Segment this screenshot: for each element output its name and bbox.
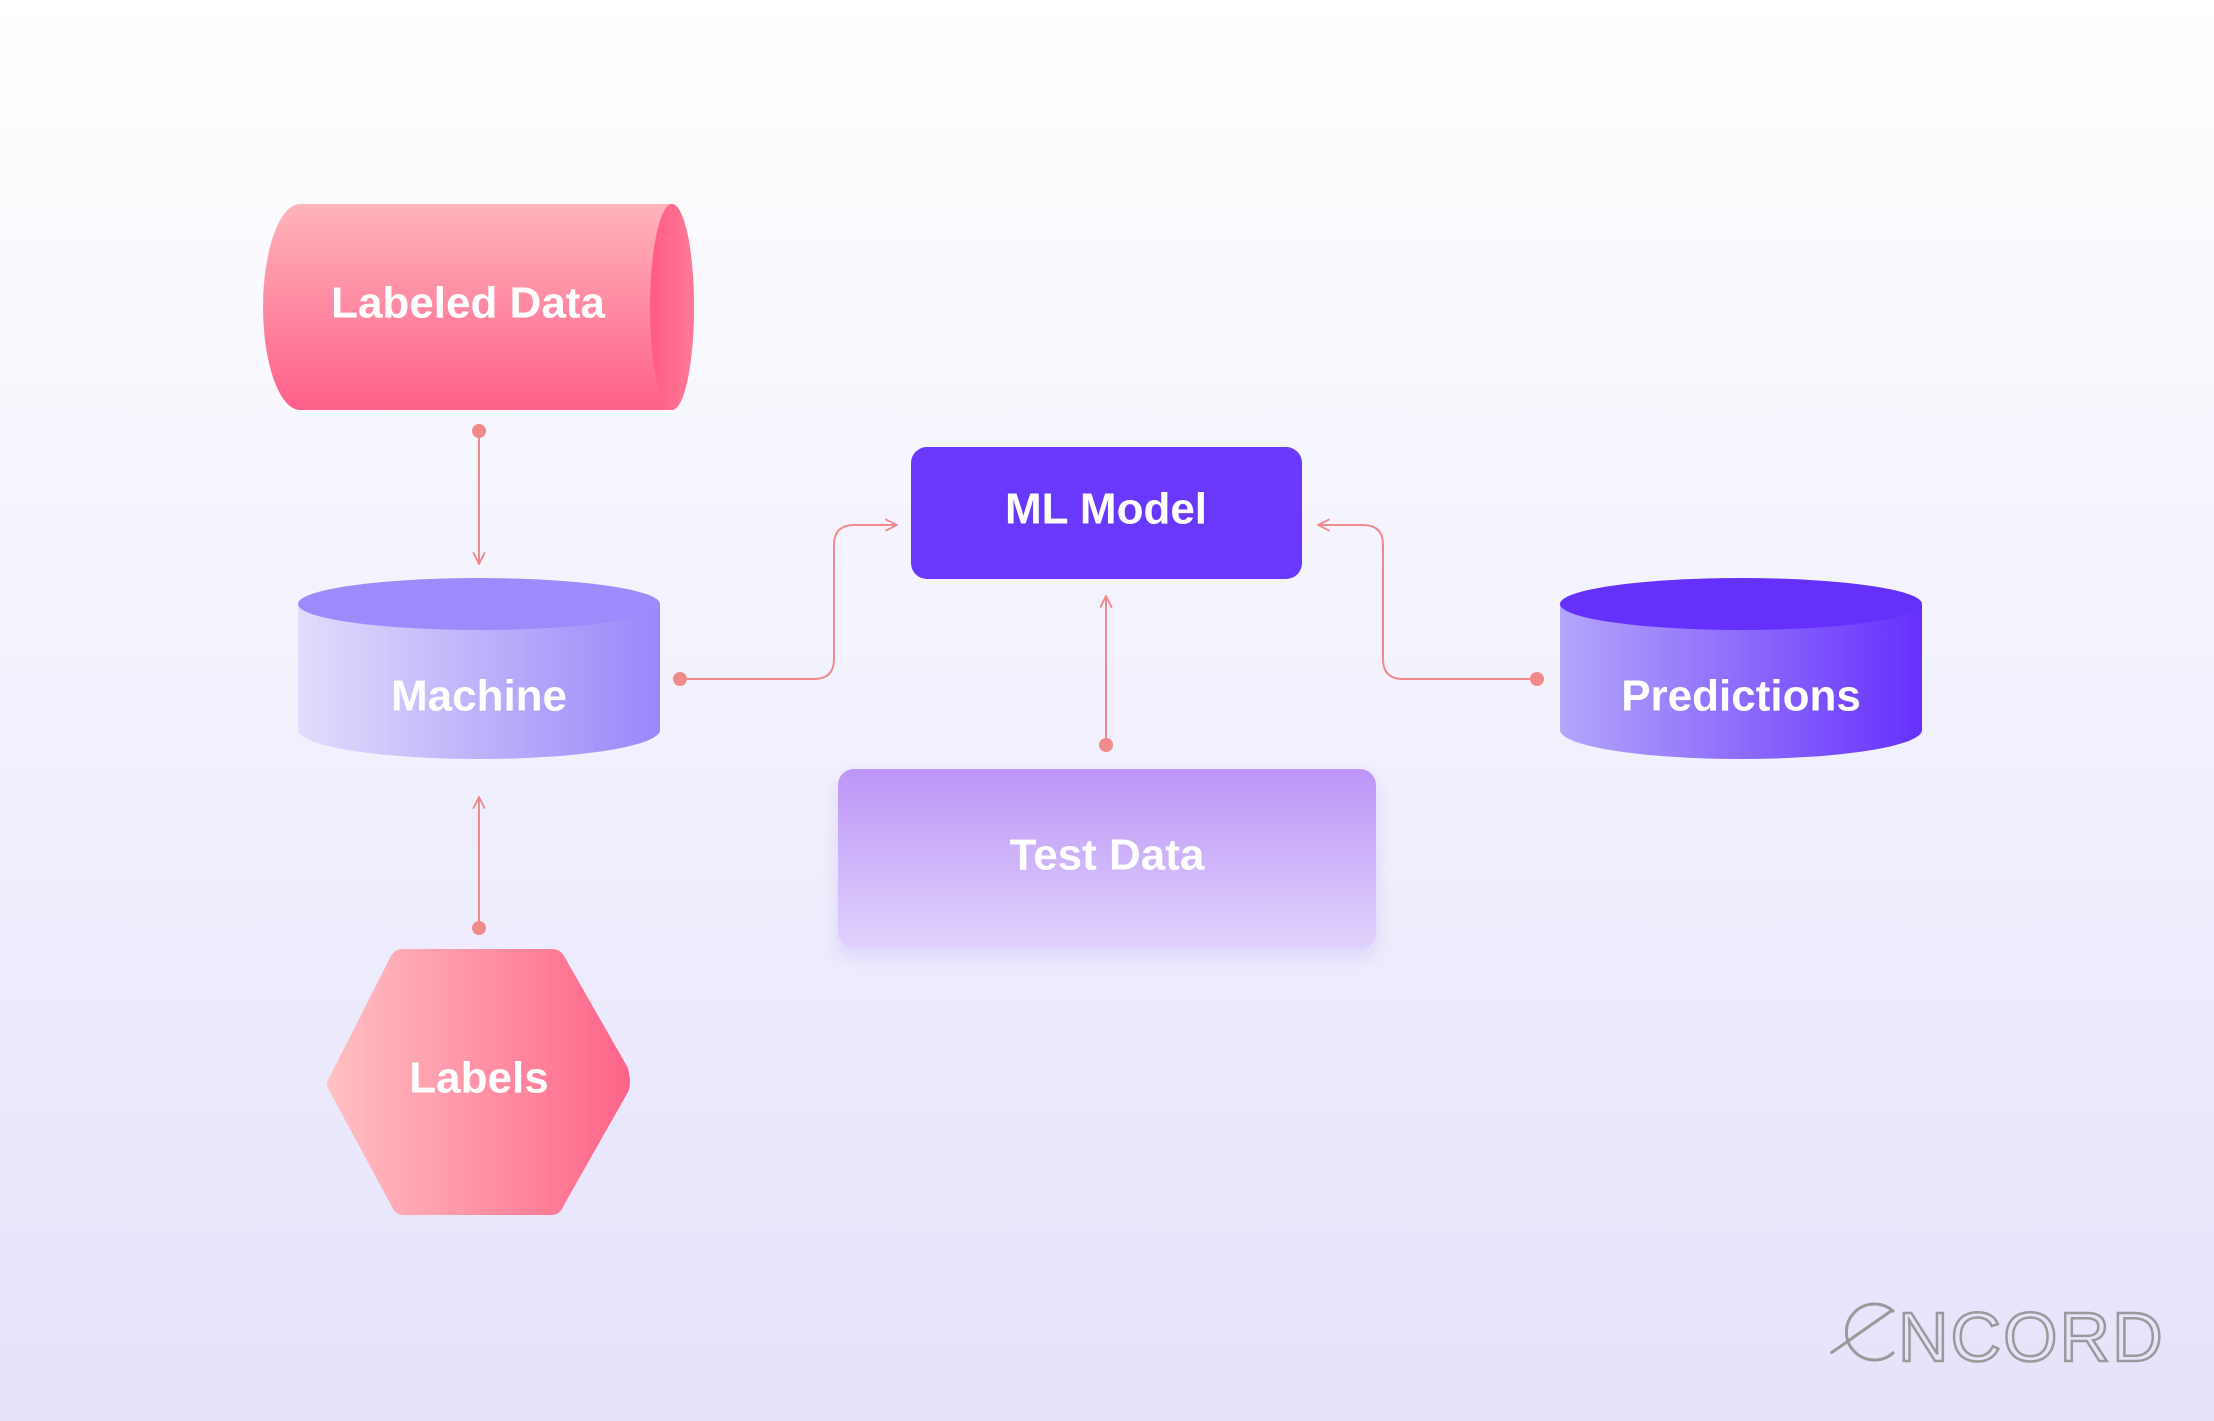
node-ml-model: ML Model bbox=[911, 447, 1302, 579]
edge-test-data-to-ml-model bbox=[1099, 596, 1113, 752]
labeled-data-body bbox=[263, 204, 694, 410]
node-test-data: Test Data bbox=[838, 769, 1376, 949]
predictions-label: Predictions bbox=[1621, 672, 1861, 721]
edge-predictions-to-ml-model bbox=[1318, 525, 1544, 686]
connector-dot bbox=[673, 672, 687, 686]
labels-label: Labels bbox=[409, 1054, 548, 1103]
connector-dot bbox=[1530, 672, 1544, 686]
node-predictions: Predictions bbox=[1560, 578, 1922, 759]
predictions-top bbox=[1560, 578, 1922, 630]
edge-labels-to-machine bbox=[472, 797, 486, 935]
edge-machine-to-ml-model bbox=[673, 525, 897, 686]
connector-dot bbox=[472, 921, 486, 935]
test-data-box bbox=[838, 769, 1376, 949]
labeled-data-cap bbox=[650, 204, 694, 410]
node-labels: Labels bbox=[327, 949, 630, 1215]
machine-label: Machine bbox=[391, 672, 567, 721]
labels-hexagon bbox=[327, 949, 630, 1215]
ml-model-label: ML Model bbox=[1005, 485, 1207, 534]
encord-logo-e-icon bbox=[1829, 1302, 1896, 1362]
connectors bbox=[472, 424, 1544, 935]
machine-body bbox=[298, 604, 660, 759]
edge-labeled-data-to-machine bbox=[472, 424, 486, 564]
test-data-label: Test Data bbox=[1010, 831, 1205, 880]
encord-logo: NCORD bbox=[1829, 1297, 2165, 1377]
machine-top bbox=[298, 578, 660, 630]
ml-model-box bbox=[911, 447, 1302, 579]
connector-dot bbox=[472, 424, 486, 438]
encord-logo-text: NCORD bbox=[1898, 1298, 2165, 1376]
labeled-data-label: Labeled Data bbox=[331, 279, 605, 328]
connector-dot bbox=[1099, 738, 1113, 752]
node-labeled-data: Labeled Data bbox=[263, 204, 694, 410]
node-machine: Machine bbox=[298, 578, 660, 759]
predictions-body bbox=[1560, 604, 1922, 759]
